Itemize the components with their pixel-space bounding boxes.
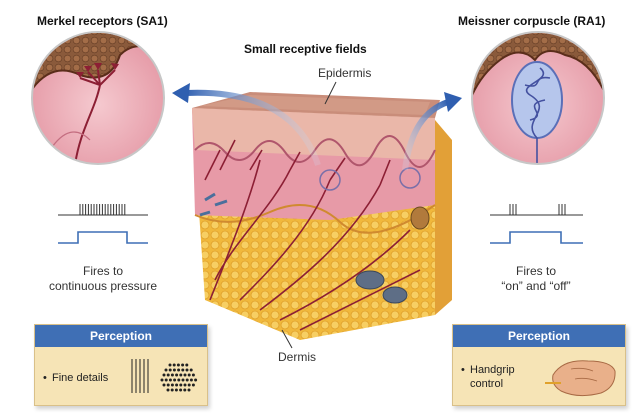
detail-dot <box>170 388 174 392</box>
detail-dot <box>176 363 180 367</box>
meissner-title: Meissner corpuscle (RA1) <box>458 14 606 28</box>
nerve-fibers <box>204 139 421 331</box>
merkel-perception-header: Perception <box>35 325 207 347</box>
detail-dot <box>168 368 172 372</box>
detail-dot <box>181 363 185 367</box>
bullet-icon: • <box>43 372 47 384</box>
meissner-perception-box: Perception • Handgrip control <box>452 324 626 406</box>
meissner-caption-line1: Fires to <box>515 264 556 278</box>
hand-icon <box>545 360 616 397</box>
meissner-perception-item-line1: Handgrip <box>470 364 515 376</box>
detail-dot <box>187 383 191 387</box>
ruffini-ending <box>410 206 430 230</box>
detail-dot <box>164 378 168 382</box>
detail-dot <box>162 373 166 377</box>
pacinian-corpuscle-1 <box>355 270 385 290</box>
skin-block-right-face <box>435 120 452 315</box>
detail-dot <box>179 383 183 387</box>
meissner-receptor-marker <box>399 167 421 189</box>
meissner-magnified-view <box>471 31 605 165</box>
detail-dot <box>166 383 170 387</box>
merkel-perception-item: Fine details <box>52 372 109 384</box>
detail-dot <box>187 388 191 392</box>
fine-detail-pattern-icon <box>131 359 198 393</box>
merkel-stimulus-trace <box>58 231 148 244</box>
dermis-pointer <box>281 329 293 349</box>
right-arrow-shaft <box>402 99 450 171</box>
detail-dot <box>175 373 179 377</box>
merkel-receptor-marker <box>319 169 341 191</box>
detail-dot <box>191 383 195 387</box>
detail-dot <box>194 378 198 382</box>
epidermis-pointer <box>324 81 337 105</box>
detail-dot <box>189 368 193 372</box>
dermis-label: Dermis <box>278 350 316 364</box>
meissner-stimulus-trace <box>490 231 583 244</box>
detail-dot <box>183 383 187 387</box>
left-arrow-shaft <box>184 89 321 166</box>
detail-dot <box>174 388 178 392</box>
detail-dot <box>170 373 174 377</box>
merkel-perception-box: Perception • Fine details <box>34 324 208 406</box>
detail-dot <box>172 368 176 372</box>
detail-dot <box>170 383 174 387</box>
left-arrow-head <box>172 83 190 103</box>
detail-dot <box>191 373 195 377</box>
detail-dot <box>172 363 176 367</box>
epidermis-label: Epidermis <box>318 66 372 80</box>
center-title: Small receptive fields <box>244 42 367 56</box>
detail-dot <box>179 373 183 377</box>
detail-dot <box>183 388 187 392</box>
merkel-caption: Fires to continuous pressure <box>36 264 170 294</box>
detail-dot <box>160 378 164 382</box>
merkel-caption-line1: Fires to <box>82 264 123 278</box>
detail-dot <box>173 378 177 382</box>
meissner-perception-header: Perception <box>453 325 625 347</box>
detail-dot <box>166 388 170 392</box>
blood-vessel-marks <box>199 192 228 217</box>
detail-dot <box>164 368 168 372</box>
detail-dot <box>162 383 166 387</box>
detail-dot <box>181 368 185 372</box>
detail-dot <box>177 368 181 372</box>
merkel-caption-line2: continuous pressure <box>48 279 158 293</box>
detail-dot <box>179 388 183 392</box>
detail-dot <box>187 373 191 377</box>
detail-dot <box>166 373 170 377</box>
detail-dot <box>168 378 172 382</box>
merkel-title: Merkel receptors (SA1) <box>37 14 168 28</box>
meissner-perception-item-line2: control <box>470 378 504 390</box>
detail-dot <box>185 368 189 372</box>
detail-dot <box>189 378 193 382</box>
meissner-caption: Fires to “on” and “off” <box>474 264 598 294</box>
meissner-caption-line2: “on” and “off” <box>501 279 571 293</box>
meissner-spike-train <box>490 204 583 216</box>
detail-dot <box>185 378 189 382</box>
detail-dot <box>181 378 185 382</box>
detail-dot <box>185 363 189 367</box>
right-arrow-head <box>444 92 462 112</box>
detail-dot <box>175 383 179 387</box>
detail-dot <box>177 378 181 382</box>
detail-dot <box>168 363 172 367</box>
bullet-icon: • <box>461 364 465 376</box>
detail-dot <box>183 373 187 377</box>
pacinian-corpuscle-2 <box>382 286 408 304</box>
